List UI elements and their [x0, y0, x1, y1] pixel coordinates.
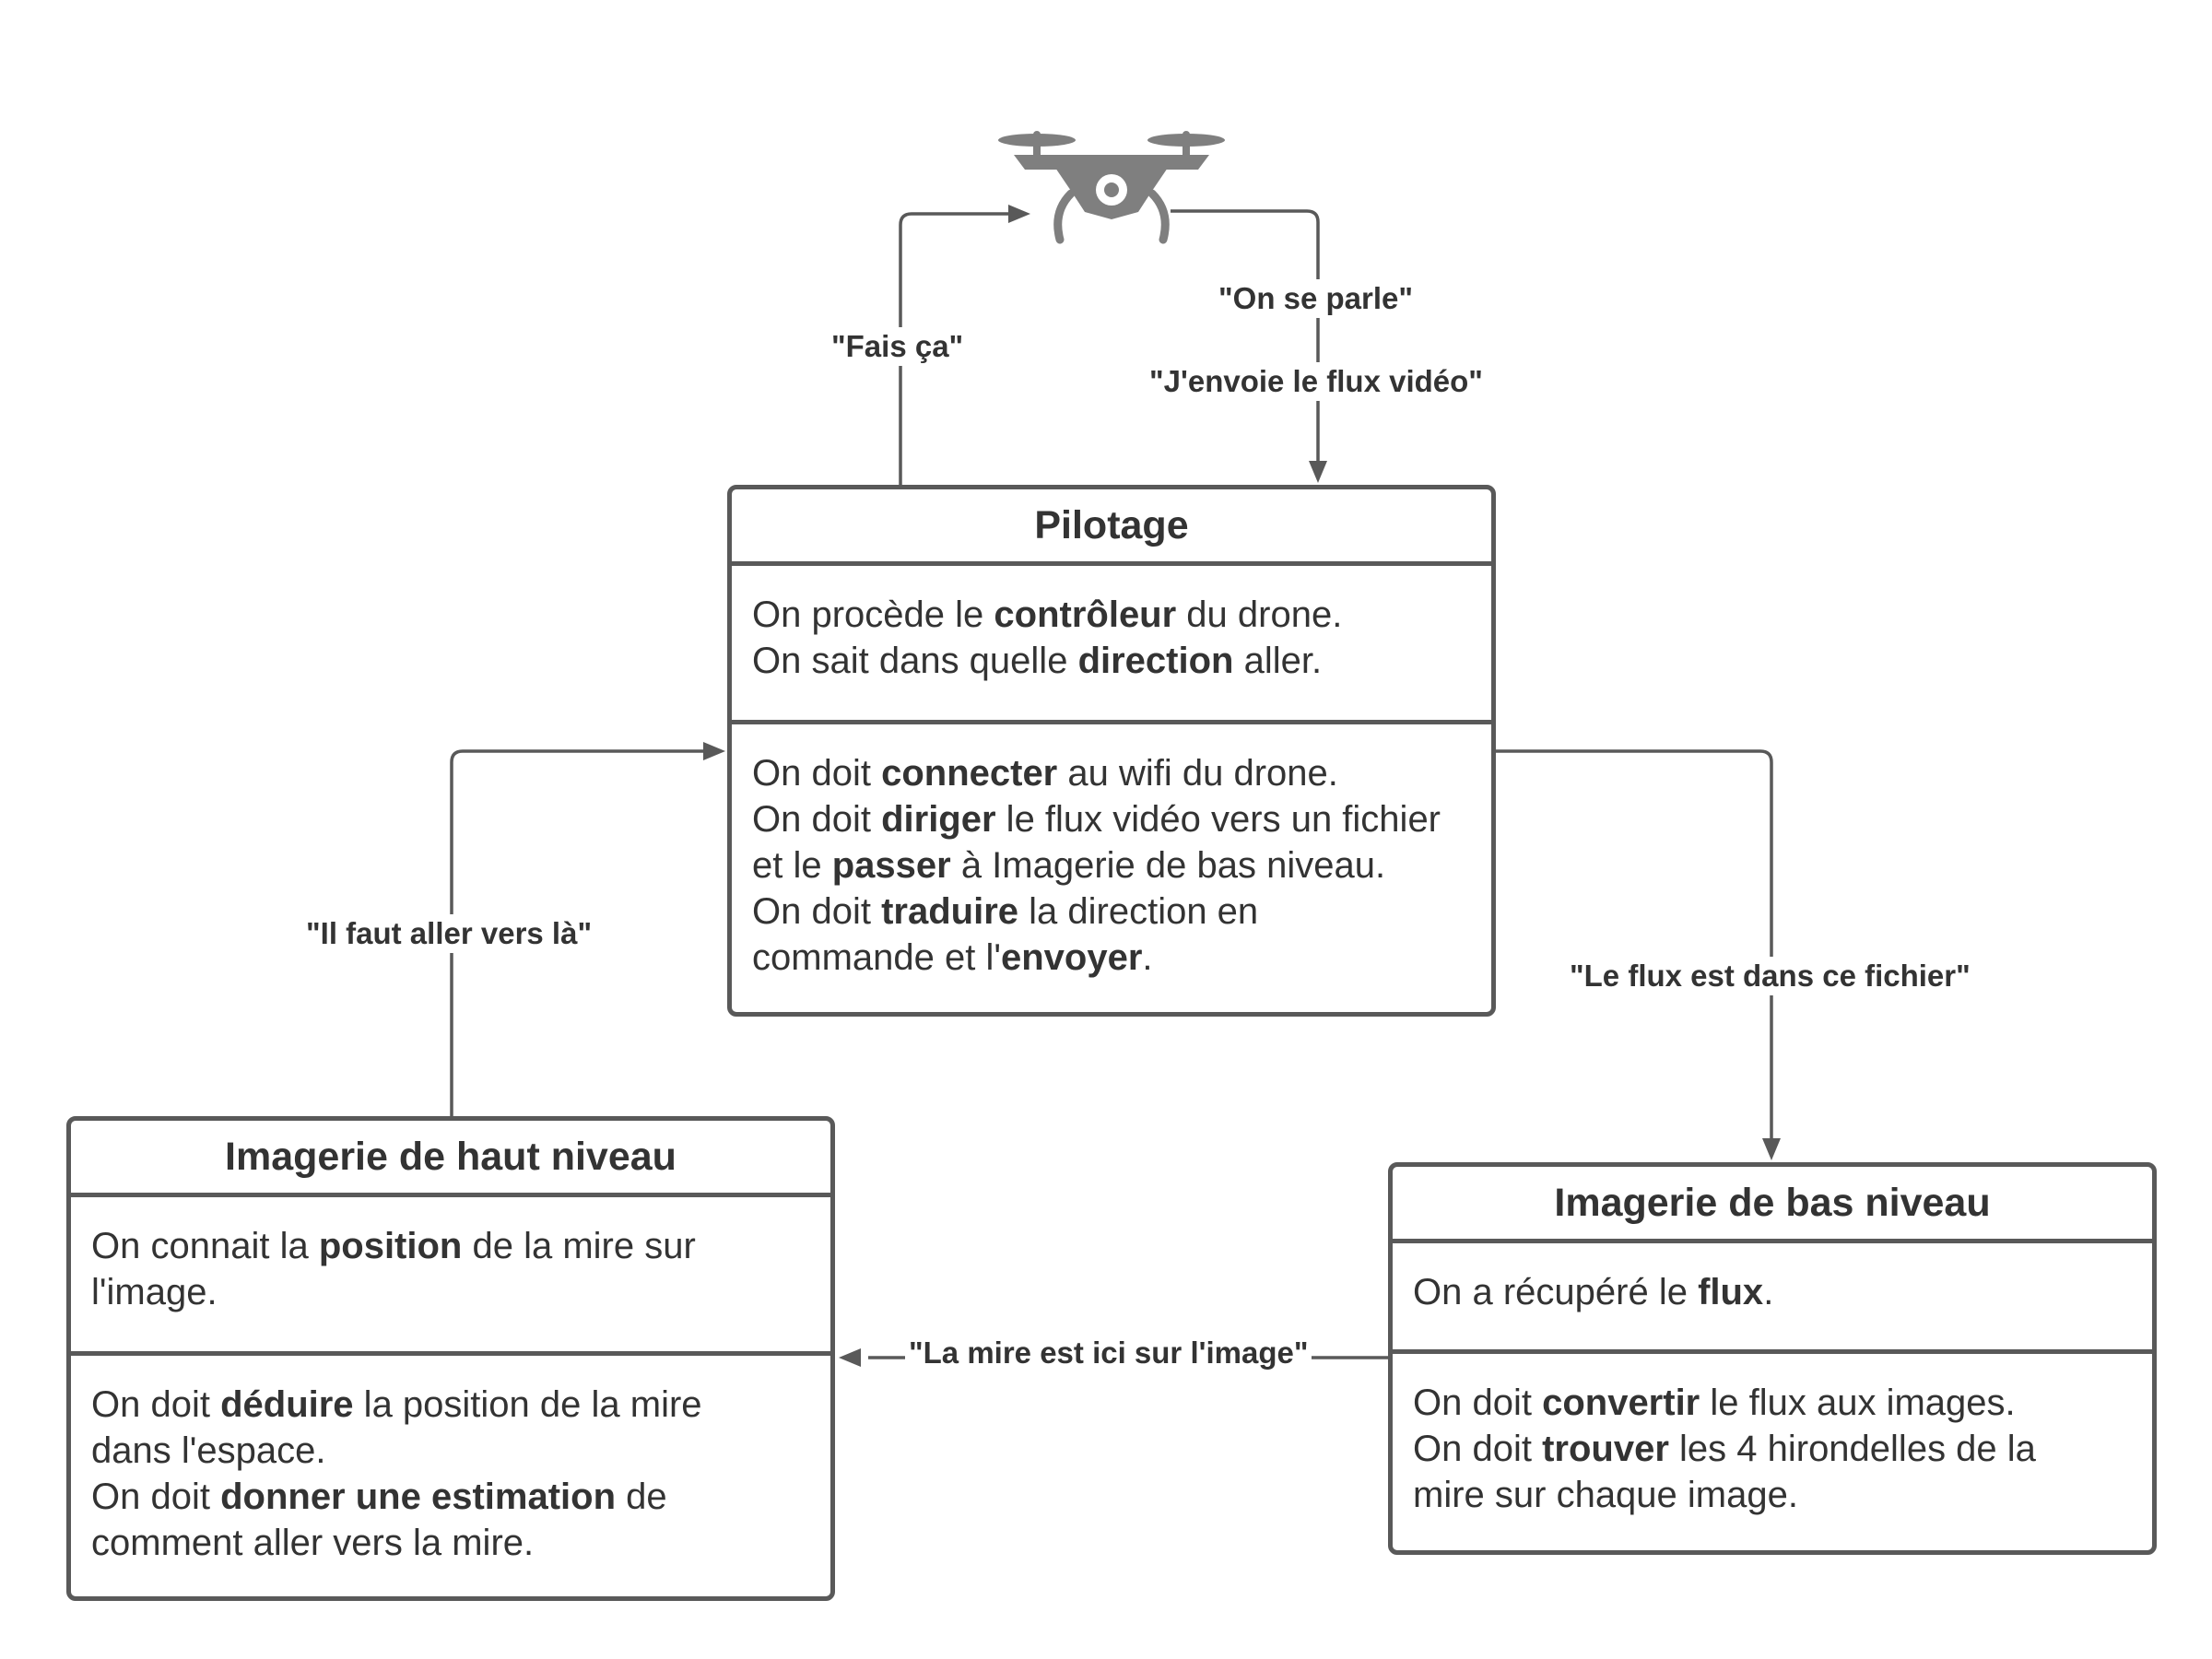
text-line: mire sur chaque image. [1413, 1475, 1798, 1515]
text-line: et le passer à Imagerie de bas niveau. [752, 845, 1386, 886]
text-line: commande et l'envoyer. [752, 937, 1153, 978]
connector-drone-to-pilotage [1171, 209, 1320, 461]
imagerie-haut-niveau-attributes: On connait la position de la mire sur l'i… [71, 1197, 830, 1356]
text-line: comment aller vers la mire. [91, 1523, 535, 1563]
imagerie-haut-niveau-operations: On doit déduire la position de la mire da… [71, 1356, 830, 1566]
label-on-se-parle: "On se parle" [1215, 279, 1418, 318]
text-line: On a récupéré le flux. [1413, 1272, 1774, 1312]
label-flux-fichier: "Le flux est dans ce fichier" [1566, 957, 1974, 995]
text-line: On doit donner une estimation de [91, 1477, 667, 1517]
connector-pilotage-to-drone [899, 212, 1014, 487]
arrowhead-to-drone [1008, 205, 1030, 223]
text-line: On doit trouver les 4 hirondelles de la [1413, 1429, 2036, 1469]
text-line: l'image. [91, 1272, 218, 1312]
text-line: On connait la position de la mire sur [91, 1226, 696, 1266]
arrowhead-to-pilotage-top [1309, 461, 1327, 483]
label-mire-image: "La mire est ici sur l'image" [905, 1334, 1312, 1372]
arrowhead-to-haut [839, 1348, 861, 1367]
pilotage-box: Pilotage On procède le contrôleur du dro… [727, 485, 1496, 1017]
imagerie-bas-niveau-attributes: On a récupéré le flux. [1393, 1243, 2152, 1354]
label-il-faut-aller: "Il faut aller vers là" [302, 914, 596, 953]
imagerie-haut-niveau-title: Imagerie de haut niveau [71, 1121, 830, 1197]
imagerie-haut-niveau-box: Imagerie de haut niveau On connait la po… [66, 1116, 835, 1601]
pilotage-attributes: On procède le contrôleur du drone. On sai… [732, 566, 1491, 724]
label-fais-ca: "Fais ça" [828, 327, 968, 366]
connector-haut-to-pilotage [450, 749, 703, 1118]
text-line: On doit traduire la direction en [752, 891, 1259, 932]
imagerie-bas-niveau-box: Imagerie de bas niveau On a récupéré le … [1388, 1162, 2157, 1555]
label-jenvoie-flux: "J'envoie le flux vidéo" [1146, 362, 1487, 401]
text-line: On doit connecter au wifi du drone. [752, 753, 1338, 794]
text-line: On sait dans quelle direction aller. [752, 641, 1323, 681]
imagerie-bas-niveau-title: Imagerie de bas niveau [1393, 1167, 2152, 1243]
connector-pilotage-to-bas [1495, 749, 1773, 1138]
arrowhead-to-bas [1762, 1138, 1781, 1160]
text-line: On doit déduire la position de la mire [91, 1384, 702, 1425]
text-line: On procède le contrôleur du drone. [752, 594, 1343, 635]
arrowhead-to-pilotage-left [703, 742, 725, 760]
drone-icon [998, 131, 1225, 244]
text-line: On doit diriger le flux vidéo vers un fi… [752, 799, 1441, 840]
imagerie-bas-niveau-operations: On doit convertir le flux aux images. On … [1393, 1354, 2152, 1518]
pilotage-title: Pilotage [732, 489, 1491, 566]
pilotage-operations: On doit connecter au wifi du drone. On do… [732, 724, 1491, 981]
text-line: dans l'espace. [91, 1430, 326, 1471]
text-line: On doit convertir le flux aux images. [1413, 1382, 2016, 1423]
